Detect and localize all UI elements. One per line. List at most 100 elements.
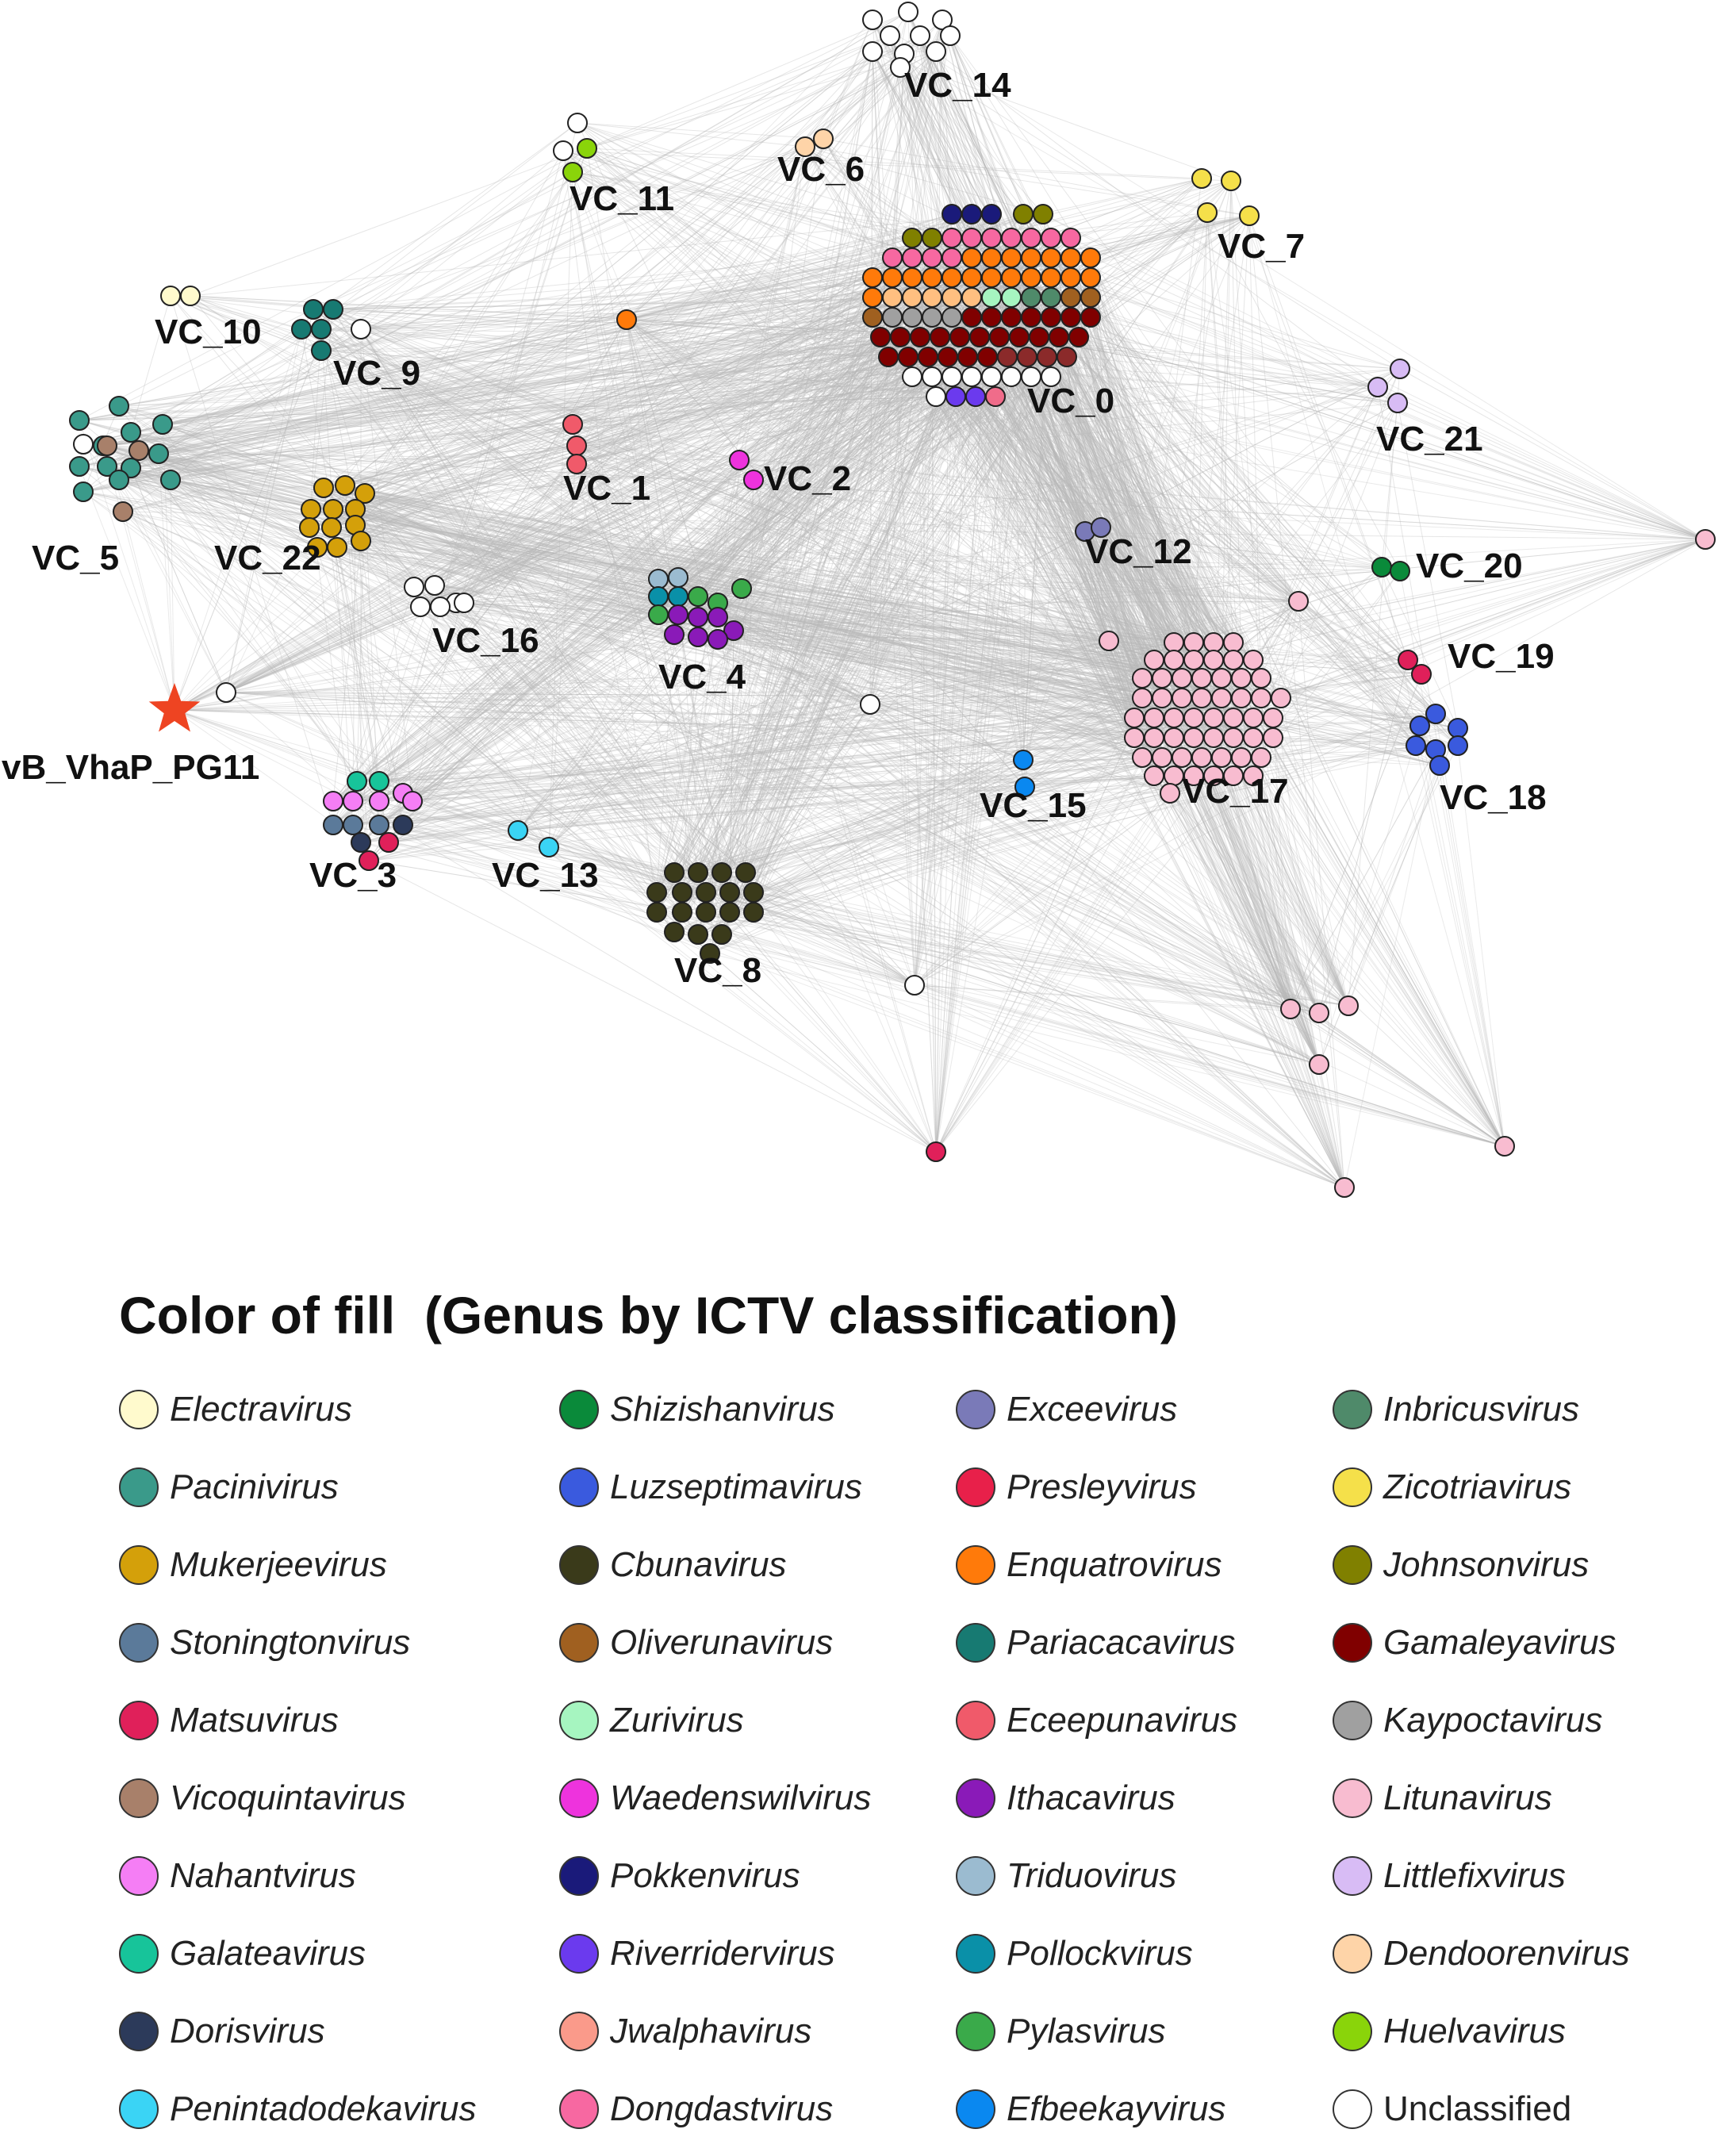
network-edge xyxy=(738,459,1234,738)
network-edge xyxy=(717,639,1214,643)
node-vc-3 xyxy=(369,791,389,811)
node-vc-5 xyxy=(109,470,129,490)
network-edge xyxy=(911,277,1421,727)
network-edge xyxy=(548,180,1232,848)
node-singleton xyxy=(1494,1136,1515,1157)
network-edge xyxy=(572,376,992,425)
network-edge xyxy=(1090,257,1214,661)
node-vc-16 xyxy=(404,577,424,597)
network-edge xyxy=(1018,336,1398,404)
network-edge xyxy=(721,717,1135,873)
network-edge xyxy=(360,336,921,843)
network-edge xyxy=(190,295,1409,661)
node-vc-0 xyxy=(922,267,942,288)
network-edge xyxy=(310,508,1234,738)
network-edge xyxy=(658,356,929,580)
network-edge xyxy=(705,316,1052,913)
node-vc-0 xyxy=(890,327,911,347)
network-edge xyxy=(572,171,1012,239)
network-edge xyxy=(576,257,893,465)
network-edge xyxy=(332,277,953,802)
network-edge xyxy=(82,443,1222,679)
node-vc-0 xyxy=(957,347,978,367)
network-edge xyxy=(717,602,754,913)
network-edge xyxy=(1241,697,1505,1147)
node-singleton xyxy=(616,309,637,330)
network-edge xyxy=(420,277,873,608)
network-edge xyxy=(79,396,957,421)
network-edge xyxy=(717,602,1345,1188)
network-edge xyxy=(975,396,1274,719)
network-edge xyxy=(987,356,1155,777)
network-edge xyxy=(1090,316,1422,675)
legend-swatch-icon xyxy=(559,1778,599,1818)
node-vc-17 xyxy=(1144,765,1164,786)
network-edge xyxy=(420,606,1026,788)
network-edge xyxy=(1070,297,1234,643)
network-edge xyxy=(717,212,1208,640)
network-edge xyxy=(170,295,1163,679)
network-edge xyxy=(118,479,723,873)
network-edge xyxy=(717,277,873,604)
node-vc-0 xyxy=(961,307,982,328)
network-edge xyxy=(388,745,1459,843)
network-edge xyxy=(741,376,972,589)
network-edge xyxy=(717,639,1262,679)
network-edge xyxy=(517,368,1401,831)
network-edge xyxy=(823,138,1202,758)
network-edge xyxy=(1050,237,1072,298)
network-edge xyxy=(975,396,1143,679)
network-edge xyxy=(106,466,1183,679)
network-edge xyxy=(332,757,1183,826)
network-edge xyxy=(170,257,933,481)
network-edge xyxy=(967,356,1234,661)
legend-label: Mukerjeevirus xyxy=(170,1545,387,1584)
network-edge xyxy=(586,148,1086,532)
network-edge xyxy=(170,445,577,481)
node-vc-17 xyxy=(1164,727,1184,748)
network-edge xyxy=(332,659,1195,802)
network-edge xyxy=(721,356,1068,873)
network-edge xyxy=(586,148,1282,699)
node-vc-17 xyxy=(1203,650,1224,670)
node-vc-17 xyxy=(1231,668,1252,689)
network-edge xyxy=(190,295,1320,1065)
network-edge xyxy=(310,508,723,873)
legend-swatch-icon xyxy=(1333,1467,1372,1507)
network-edge xyxy=(572,356,988,425)
network-edge xyxy=(1193,659,1409,719)
node-vc-6 xyxy=(813,129,834,149)
network-edge xyxy=(1070,316,1195,643)
legend-swatch-icon xyxy=(559,1856,599,1896)
network-edge xyxy=(914,539,1706,986)
network-edge xyxy=(402,634,675,794)
network-edge xyxy=(82,443,1706,540)
network-edge xyxy=(697,636,1026,788)
node-vc-16 xyxy=(410,597,431,617)
network-edge xyxy=(79,316,933,467)
node-singleton xyxy=(216,682,236,703)
network-edge xyxy=(320,328,354,826)
node-vc-8 xyxy=(719,902,740,923)
node-vc-3 xyxy=(343,791,363,811)
legend-swatch-icon xyxy=(119,1778,159,1818)
network-edge xyxy=(463,570,1401,604)
network-edge xyxy=(138,450,754,913)
network-edge xyxy=(332,277,893,802)
node-vc-0 xyxy=(942,247,962,268)
legend-item: Zurivirus xyxy=(559,1685,744,1756)
node-vc-3 xyxy=(351,832,371,853)
network-edge xyxy=(378,824,675,873)
network-edge xyxy=(951,257,1320,1065)
network-edge xyxy=(170,295,740,461)
network-edge xyxy=(1024,368,1401,788)
network-edge xyxy=(316,547,699,873)
network-edge xyxy=(82,316,972,493)
node-vc-17 xyxy=(1231,747,1252,768)
network-edge xyxy=(355,376,972,510)
legend-label: Dendoorenvirus xyxy=(1383,1934,1630,1973)
legend-label: Oliverunavirus xyxy=(610,1623,834,1662)
network-edge xyxy=(729,749,1436,893)
network-edge xyxy=(1348,749,1436,1007)
network-edge xyxy=(118,257,933,407)
